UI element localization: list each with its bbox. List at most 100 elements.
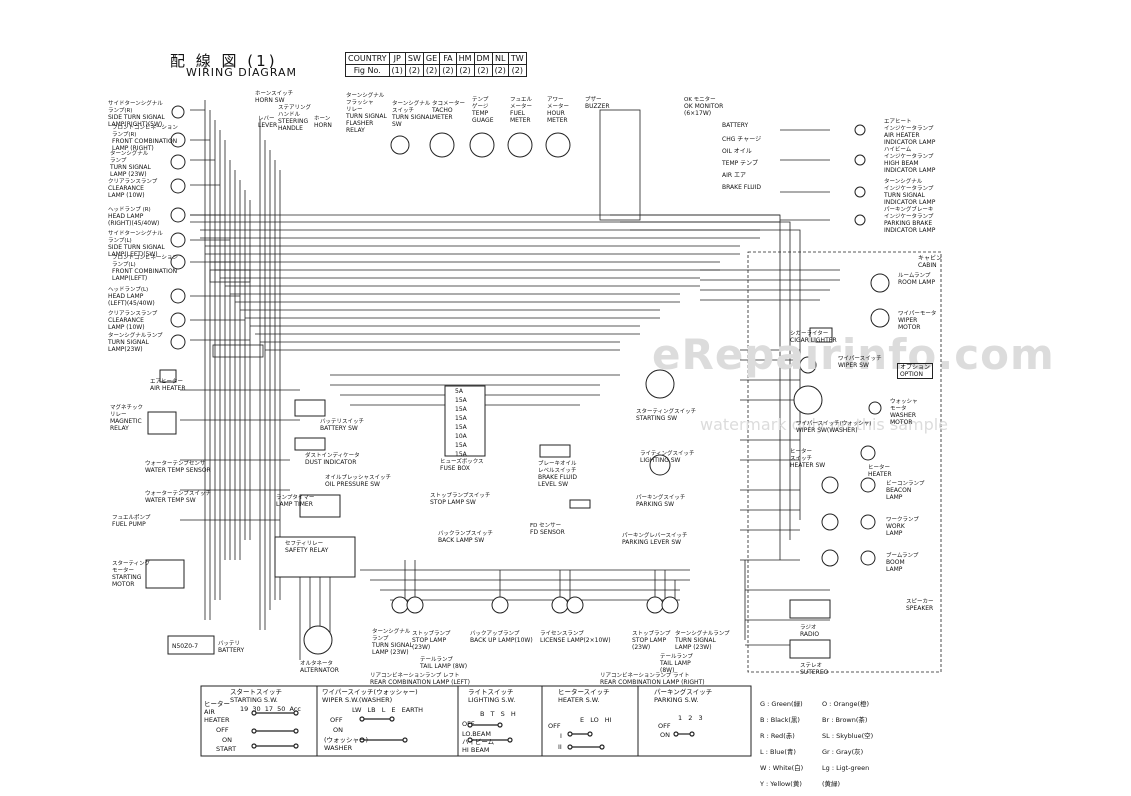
- legend-wiper-title: ワイパースイッチ(ウォッシャー) WIPER S.W.(WASHER): [322, 688, 418, 704]
- fuse-label: 15A: [455, 442, 467, 449]
- legend-lighting-row: OFF: [462, 720, 475, 728]
- component-label: ワイパースイッチ WIPER SW: [838, 356, 882, 369]
- legend-heater-row: II: [558, 743, 562, 751]
- fig-no-cell: (2): [491, 64, 509, 77]
- component-label: テンプ ゲージ TEMP GUAGE: [472, 97, 494, 124]
- component-label: ターンシグナルランプ TURN SIGNAL LAMP (23W): [675, 631, 730, 651]
- legend-parking-row: ON: [660, 731, 670, 739]
- wire-color: SL : Skyblue(空): [822, 732, 874, 740]
- country-cell: FA: [439, 52, 457, 65]
- legend-wiper-row: OFF: [330, 716, 343, 724]
- component-label: リアコンビネーションランプ レフト REAR COMBINATION LAMP …: [370, 673, 470, 686]
- component-label: ストップランプ STOP LAMP (23W): [632, 631, 671, 651]
- legend-heater-row: OFF: [548, 722, 561, 730]
- wire-color: L : Blue(青): [760, 748, 796, 756]
- component-label: オイルプレッシャスイッチ OIL PRESSURE SW: [325, 475, 392, 488]
- component-label: タコメーター TACHO METER: [432, 101, 466, 121]
- country-cell: SW: [404, 52, 424, 65]
- component-label: ヒーター スイッチ HEATER SW: [790, 449, 826, 469]
- legend-wiper-row: (ウォッシャー) WASHER: [324, 736, 369, 752]
- component-label: ターンシグナル ランプ TURN SIGNAL LAMP (23W): [372, 629, 413, 656]
- component-label: フロントコンビネーション ランプ(L) FRONT COMBINATION LA…: [112, 255, 178, 282]
- component-label: パーキングレバースイッチ PARKING LEVER SW: [622, 533, 688, 546]
- component-label: セフティリレー SAFETY RELAY: [285, 541, 329, 554]
- wire-color: B : Black(黒): [760, 716, 800, 724]
- wire-color: (黄緑): [822, 780, 841, 788]
- wire-color: Y : Yellow(黄): [760, 780, 802, 788]
- component-label: マグネチック リレー MAGNETIC RELAY: [110, 405, 144, 432]
- component-label: スターティング モーター STARTING MOTOR: [112, 561, 151, 588]
- component-label: ワイパーモータ WIPER MOTOR: [898, 311, 937, 331]
- option-label: オプション OPTION: [897, 363, 934, 379]
- component-label: オルタネータ ALTERNATOR: [300, 661, 339, 674]
- component-label: FD センサー FD SENSOR: [530, 523, 565, 536]
- legend-starting-title: スタートスイッチ STARTING S.W.: [230, 688, 282, 704]
- legend-lighting-title: ライトスイッチ LIGHTING S.W.: [468, 688, 516, 704]
- country-cell: GE: [422, 52, 441, 65]
- fuse-label: 5A: [455, 388, 463, 395]
- component-label: ターンシグナルランプ TURN SIGNAL LAMP(23W): [108, 333, 163, 353]
- wire-color-legend-left: G : Green(緑) B : Black(黒) R : Red(赤) L :…: [760, 692, 820, 796]
- component-label: バッテリスイッチ BATTERY SW: [320, 419, 365, 432]
- component-label: ビーコンランプ BEACON LAMP: [886, 481, 925, 501]
- country-cell: DM: [473, 52, 493, 65]
- component-label: OK モニター OK MONITOR (6×17W): [684, 97, 724, 117]
- component-label: ターンシグナル スイッチ TURN SIGNAL SW: [392, 101, 433, 128]
- country-header: COUNTRY: [345, 52, 390, 65]
- monitor-item: CHG チャージ: [722, 136, 762, 143]
- fig-no-cell: (2): [439, 64, 457, 77]
- component-label: ホーン HORN: [314, 116, 332, 129]
- component-label: ブームランプ BOOM LAMP: [886, 553, 919, 573]
- component-label: ウォーターテンプスイッチ WATER TEMP SW: [145, 491, 211, 504]
- component-label: バッテリ BATTERY: [218, 641, 245, 654]
- country-cell: HM: [455, 52, 475, 65]
- wire-color: R : Red(赤): [760, 732, 795, 740]
- monitor-item: TEMP テンプ: [722, 160, 758, 167]
- component-label: ウォーターテンプセンサ WATER TEMP SENSOR: [145, 461, 211, 474]
- watermark-subtext: watermark only on this sample: [700, 415, 949, 434]
- component-label: エアヒーター AIR HEATER: [150, 379, 186, 392]
- country-fig-table: COUNTRY JP SW GE FA HM DM NL TW Fig No. …: [345, 52, 527, 77]
- legend-lighting-row: LO.BEAM: [462, 730, 491, 738]
- component-label: ワイパースイッチ(ウォッシャ) WIPER SW(WASHER): [796, 421, 872, 434]
- fuse-label: 15A: [455, 397, 467, 404]
- component-label: フロントコンビネーション ランプ(R) FRONT COMBINATION LA…: [112, 125, 178, 152]
- component-label: ブレーキオイル レベルスイッチ BRAKE FLUID LEVEL SW: [538, 461, 578, 488]
- fig-no-cell: (2): [507, 64, 527, 77]
- wire-color: Lg : Ligt-green: [822, 764, 870, 772]
- fuse-label: 10A: [455, 433, 467, 440]
- component-label: ターンシグナル インジケータランプ TURN SIGNAL INDICATOR …: [884, 179, 936, 206]
- component-label: ヒーター HEATER: [868, 465, 892, 478]
- component-label: ステレオ SUTEREO: [800, 663, 829, 676]
- component-label: サイドターンシグナル ランプ(R) SIDE TURN SIGNAL LAMP(…: [108, 101, 165, 128]
- component-label: ヘッドランプ(L) HEAD LAMP (LEFT)(45/40W): [108, 287, 155, 307]
- monitor-item: OIL オイル: [722, 148, 752, 155]
- component-label: ライセンスランプ LICENSE LAMP(2×10W): [540, 631, 611, 644]
- component-label: ワークランプ WORK LAMP: [886, 517, 919, 537]
- fuse-label: 15A: [455, 424, 467, 431]
- component-label: レバー LEVER: [258, 116, 278, 129]
- fig-no-cell: (1): [388, 64, 406, 77]
- title-japanese: 配 線 図 (1): [170, 52, 278, 70]
- wire-color-legend-right: O : Orange(橙) Br : Brown(茶) SL : Skyblue…: [822, 692, 892, 796]
- wiring-diagram-graphics: [145, 100, 942, 757]
- legend-heater-cols: E LO HI: [580, 716, 612, 724]
- component-label: パーキングスイッチ PARKING SW: [636, 495, 686, 508]
- component-label: フュエル メーター FUEL METER: [510, 97, 533, 124]
- component-label: ステアリング ハンドル STEERING HANDLE: [278, 105, 312, 132]
- cabin-label: キャビン CABIN: [918, 255, 943, 269]
- component-label: ハイビーム インジケータランプ HIGH BEAM INDICATOR LAMP: [884, 147, 936, 174]
- component-label: バックアップランプ BACK UP LAMP(10W): [470, 631, 533, 644]
- country-cell: JP: [388, 52, 406, 65]
- component-label: ウォッシャ モータ WASHER MOTOR: [890, 399, 918, 426]
- legend-parking-row: OFF: [658, 722, 671, 730]
- fig-no-cell: (2): [422, 64, 441, 77]
- legend-lighting-cols: B T S H: [480, 710, 516, 718]
- component-label: ルームランプ ROOM LAMP: [898, 273, 936, 286]
- component-label: ストップランプスイッチ STOP LAMP SW: [430, 493, 491, 506]
- component-label: ラジオ RADIO: [800, 625, 820, 638]
- legend-starting-row: OFF: [216, 726, 229, 734]
- monitor-item: AIR エア: [722, 172, 746, 179]
- fig-no-cell: (2): [404, 64, 424, 77]
- component-label: ターンシグナル ランプ TURN SIGNAL LAMP (23W): [110, 151, 151, 178]
